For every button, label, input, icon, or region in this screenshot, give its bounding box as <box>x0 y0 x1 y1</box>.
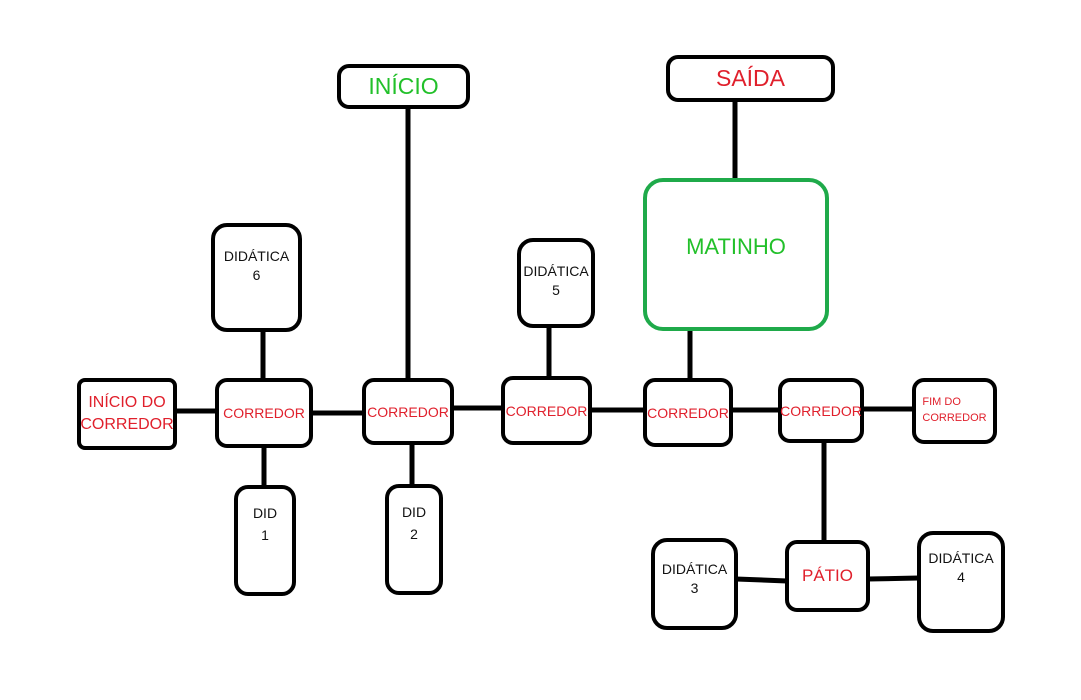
line-patio-didatica4 <box>865 575 922 582</box>
corredor-1-label: CORREDOR <box>223 405 305 421</box>
did2-label-line2: 2 <box>410 525 418 542</box>
corredor-4-node: CORREDOR <box>643 378 733 447</box>
didatica3-node: DIDÁTICA 3 <box>651 538 738 630</box>
corredor-3-node: CORREDOR <box>501 376 592 445</box>
did1-label-line1: DID <box>252 505 278 521</box>
corredor-5-node: CORREDOR <box>778 378 864 443</box>
matinho-node: MATINHO <box>643 178 829 331</box>
didatica6-node: DIDÁTICA 6 <box>211 223 302 332</box>
fim-corredor-label-line2: CORREDOR <box>922 412 987 424</box>
inicio-corredor-label-line1: INÍCIO DO <box>88 394 166 412</box>
didatica4-label-line1: DIDÁTICA <box>928 550 994 566</box>
patio-node: PÁTIO <box>785 540 870 612</box>
inicio-corredor-label-line2: CORREDOR <box>80 416 174 433</box>
patio-label: PÁTIO <box>801 566 853 585</box>
saida-label: SAÍDA <box>715 65 786 91</box>
corredor-2-node: CORREDOR <box>362 378 454 445</box>
corredor-4-label: CORREDOR <box>647 404 729 421</box>
didatica6-label-line1: DIDÁTICA <box>223 248 290 264</box>
did1-label-line2: 1 <box>261 526 269 543</box>
inicio-label: INÍCIO <box>368 73 439 99</box>
inicio-corredor-node: INÍCIO DO CORREDOR <box>77 378 177 450</box>
didatica5-node: DIDÁTICA 5 <box>517 238 595 328</box>
line-didatica3-patio <box>733 576 790 584</box>
didatica4-node: DIDÁTICA 4 <box>917 531 1005 633</box>
saida-node: SAÍDA <box>666 55 835 102</box>
didatica6-label-line2: 6 <box>252 266 261 283</box>
did2-node: DID 2 <box>385 484 443 595</box>
did2-label-line1: DID <box>401 504 427 520</box>
fim-corredor-label-line1: FIM DO <box>922 396 961 409</box>
didatica3-label-line2: 3 <box>690 579 699 596</box>
didatica4-label-line2: 4 <box>957 568 965 585</box>
did1-node: DID 1 <box>234 485 296 596</box>
fim-corredor-node: FIM DO CORREDOR <box>912 378 997 444</box>
corredor-2-label: CORREDOR <box>367 403 449 420</box>
didatica5-label-line2: 5 <box>552 281 560 298</box>
corredor-1-node: CORREDOR <box>215 378 313 448</box>
didatica3-label-line1: DIDÁTICA <box>661 561 728 577</box>
corredor-5-label: CORREDOR <box>780 402 862 419</box>
corredor-3-label: CORREDOR <box>505 402 588 419</box>
matinho-label: MATINHO <box>686 234 786 259</box>
didatica5-label-line1: DIDÁTICA <box>523 263 589 279</box>
inicio-node: INÍCIO <box>337 64 470 109</box>
